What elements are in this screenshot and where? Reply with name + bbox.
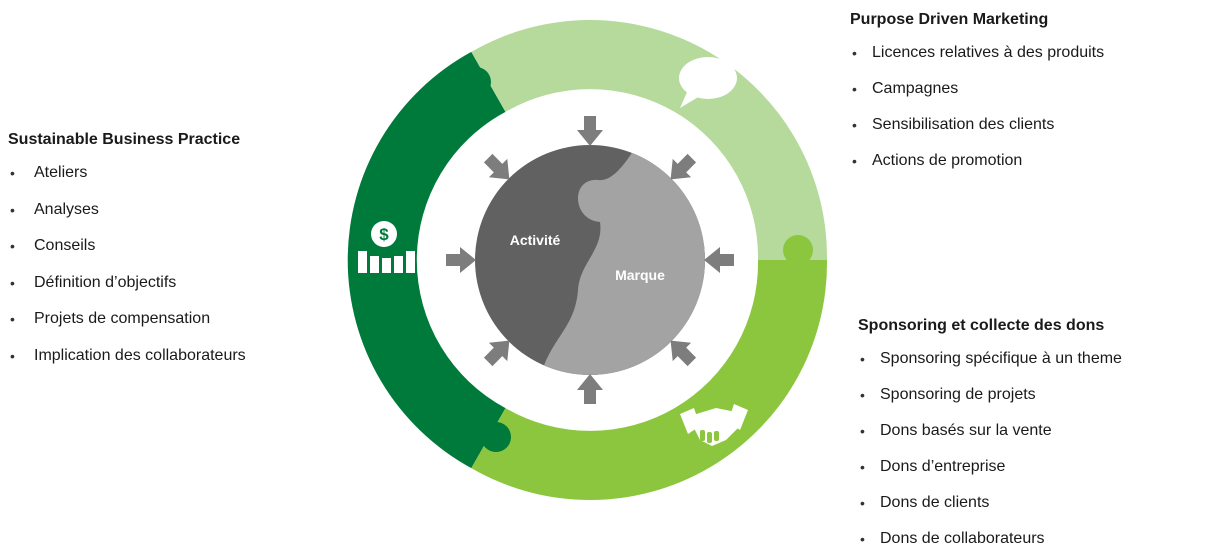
core-piece-marque — [540, 145, 705, 375]
sponsoring-list: Sponsoring spécifique à un theme Sponsor… — [858, 341, 1122, 557]
list-item: Actions de promotion — [850, 143, 1104, 179]
sustainable-practice-list: Ateliers Analyses Conseils Définition d’… — [8, 155, 246, 374]
list-item: Implication des collaborateurs — [8, 338, 246, 375]
list-item: Dons basés sur la vente — [858, 413, 1122, 449]
arrow-w — [446, 247, 476, 273]
arrow-s — [577, 374, 603, 404]
speech-bubble-icon — [679, 57, 737, 108]
list-item: Sponsoring de projets — [858, 377, 1122, 413]
purpose-marketing-block: Purpose Driven Marketing Licences relati… — [850, 11, 1104, 179]
ring-segment-purpose — [471, 20, 828, 260]
core-label-marque: Marque — [615, 267, 665, 283]
arrow-sw — [483, 340, 510, 367]
ring-tab-bottom — [481, 422, 511, 452]
sustainable-practice-block: Sustainable Business Practice Ateliers A… — [8, 131, 246, 374]
money-chart-icon: $ — [358, 221, 415, 273]
sponsoring-title: Sponsoring et collecte des dons — [858, 317, 1105, 334]
ring-tab-top — [461, 67, 491, 97]
list-item: Campagnes — [850, 71, 1104, 107]
inward-arrows — [446, 116, 734, 404]
list-item: Dons de collaborateurs — [858, 521, 1122, 557]
ring-segment-sustainable — [347, 51, 506, 469]
list-item: Projets de compensation — [8, 301, 246, 338]
svg-text:$: $ — [379, 225, 389, 244]
list-item: Licences relatives à des produits — [850, 35, 1104, 71]
core-puzzle — [475, 145, 705, 375]
purpose-marketing-list: Licences relatives à des produits Campag… — [850, 35, 1104, 179]
sponsoring-block: Sponsoring et collecte des dons Sponsori… — [858, 317, 1122, 557]
list-item: Analyses — [8, 192, 246, 229]
arrow-ne — [670, 153, 697, 180]
list-item: Conseils — [8, 228, 246, 265]
ring-tab-right — [783, 235, 813, 265]
list-item: Sensibilisation des clients — [850, 107, 1104, 143]
core-label-activite: Activité — [510, 232, 561, 248]
list-item: Définition d’objectifs — [8, 265, 246, 302]
purpose-marketing-title: Purpose Driven Marketing — [850, 11, 1049, 28]
list-item: Dons d’entreprise — [858, 449, 1122, 485]
handshake-icon — [680, 404, 748, 446]
arrow-e — [704, 247, 734, 273]
ring-segment-sponsoring — [471, 260, 828, 500]
list-item: Ateliers — [8, 155, 246, 192]
list-item: Dons de clients — [858, 485, 1122, 521]
sustainable-practice-title: Sustainable Business Practice — [8, 131, 241, 148]
arrow-se — [670, 340, 697, 367]
list-item: Sponsoring spécifique à un theme — [858, 341, 1122, 377]
arrow-nw — [483, 153, 510, 180]
arrow-n — [577, 116, 603, 146]
